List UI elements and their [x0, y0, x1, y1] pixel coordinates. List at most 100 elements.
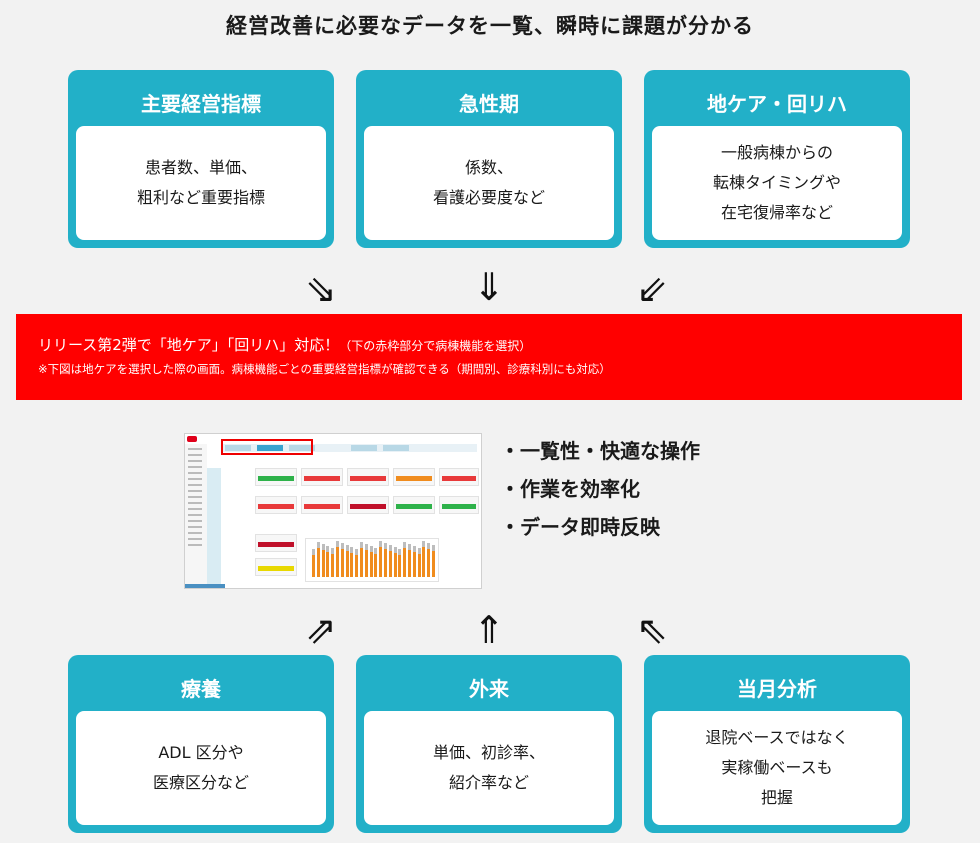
card-community-rehab: 地ケア・回リハ 一般病棟からの 転棟タイミングや 在宅復帰率など — [644, 70, 910, 248]
banner-main-text: リリース第2弾で「地ケア」「回リハ」対応！ — [38, 336, 340, 354]
mini-chart-bar-top — [360, 542, 363, 548]
mini-chart-bar — [345, 551, 349, 577]
mini-chart-bar-top — [364, 544, 368, 550]
card-line: 転棟タイミングや — [712, 173, 841, 192]
mini-chart-bar — [398, 555, 402, 577]
card-line: 在宅復帰率など — [720, 203, 833, 222]
mini-chart-bar — [427, 549, 431, 577]
banner-sub: ※下図は地ケアを選択した際の画面。病棟機能ごとの重要経営指標が確認できる（期間別… — [38, 362, 611, 376]
card-line: ADL 区分や — [158, 743, 244, 762]
card-outpatient: 外来 単価、初診率、 紹介率など — [356, 655, 622, 833]
card-body: 患者数、単価、 粗利など重要指標 — [76, 126, 326, 240]
card-title: 外来 — [469, 677, 509, 701]
mini-chart-bar — [312, 555, 315, 577]
card-body: 単価、初診率、 紹介率など — [364, 711, 614, 825]
card-line: 医療区分など — [152, 773, 249, 792]
card-title: 急性期 — [459, 92, 519, 116]
mini-chart-bar-top — [398, 549, 402, 555]
mini-chart-bar-top — [432, 545, 435, 551]
mini-chart-bar-top — [408, 544, 411, 550]
banner-note: （下の赤枠部分で病棟機能を選択） — [339, 339, 532, 353]
mini-chart-bar-top — [384, 543, 387, 549]
mini-chart-bar-top — [326, 546, 330, 552]
mini-chart-bar — [422, 547, 426, 577]
card-line: 紹介率など — [448, 773, 529, 792]
mini-chart-bar — [321, 550, 325, 577]
kpi-tile — [347, 468, 389, 486]
mini-chart-bar-top — [422, 541, 426, 547]
arrow-up-right-icon: ⇗ — [305, 608, 337, 652]
mini-chart-bar-top — [340, 543, 344, 549]
card-body: 係数、 看護必要度など — [364, 126, 614, 240]
card-line: 係数、 — [464, 158, 513, 177]
mini-chart-bar-top — [355, 549, 359, 555]
mini-chart-bar — [388, 551, 392, 577]
kpi-tile — [255, 534, 297, 552]
mini-chart-bar-top — [374, 548, 378, 554]
card-title: 当月分析 — [737, 677, 817, 701]
card-line: 退院ベースではなく — [705, 728, 849, 747]
mini-bar-chart — [305, 538, 439, 582]
mini-chart-bar — [384, 549, 387, 577]
mini-chart-bar — [403, 548, 407, 577]
mini-chart-bar — [340, 549, 344, 577]
screenshot-sidebar — [185, 444, 207, 588]
card-body: ADL 区分や 医療区分など — [76, 711, 326, 825]
feature-list: ・一覧性・快適な操作 ・作業を効率化 ・データ即時反映 — [500, 432, 700, 546]
card-acute: 急性期 係数、 看護必要度など — [356, 70, 622, 248]
kpi-tile — [301, 496, 343, 514]
card-long-term-care: 療養 ADL 区分や 医療区分など — [68, 655, 334, 833]
card-line: 粗利など重要指標 — [136, 188, 265, 207]
card-title: 主要経営指標 — [141, 92, 261, 116]
screenshot-scrollbar — [185, 584, 225, 588]
arrow-down-icon: ⇓ — [473, 265, 505, 309]
feature-item: ・作業を効率化 — [500, 477, 640, 501]
feature-item: ・データ即時反映 — [500, 515, 660, 539]
card-body: 一般病棟からの 転棟タイミングや 在宅復帰率など — [652, 126, 902, 240]
card-monthly-analysis: 当月分析 退院ベースではなく 実稼働ベースも 把握 — [644, 655, 910, 833]
mini-chart-bar-top — [369, 546, 373, 552]
screenshot-header — [185, 434, 481, 444]
mini-chart-bar-top — [312, 549, 315, 555]
mini-chart-bar-top — [427, 543, 431, 549]
mini-chart-bar — [408, 550, 411, 577]
card-line: 患者数、単価、 — [144, 158, 257, 177]
mini-chart-bar — [331, 554, 335, 577]
mini-chart-bar — [336, 547, 339, 577]
mini-chart-bar — [417, 554, 421, 577]
mini-chart-bar — [379, 547, 383, 577]
banner-main: リリース第2弾で「地ケア」「回リハ」対応！（下の赤枠部分で病棟機能を選択） — [38, 334, 531, 355]
mini-chart-bar — [316, 548, 320, 577]
mini-chart-bar-top — [336, 541, 339, 547]
card-line: 一般病棟からの — [720, 143, 833, 162]
screenshot-tab — [383, 445, 409, 451]
screenshot-side-panel — [207, 468, 221, 588]
kpi-tile — [255, 496, 297, 514]
card-key-indicators: 主要経営指標 患者数、単価、 粗利など重要指標 — [68, 70, 334, 248]
ward-selection-frame — [221, 439, 313, 455]
screenshot-tab — [289, 445, 315, 451]
kpi-tile — [439, 496, 479, 514]
mini-chart-bar — [412, 552, 416, 577]
mini-chart-bar-top — [393, 547, 397, 553]
arrow-down-right-icon: ⇘ — [305, 267, 337, 311]
card-body: 退院ベースではなく 実稼働ベースも 把握 — [652, 711, 902, 825]
card-line: 実稼働ベースも — [721, 758, 833, 777]
kpi-tile — [347, 496, 389, 514]
screenshot-tab-bar — [221, 444, 477, 452]
dashboard-screenshot — [184, 433, 482, 589]
kpi-tile — [255, 468, 297, 486]
card-title: 地ケア・回リハ — [707, 92, 847, 116]
mini-chart-bar — [326, 552, 330, 577]
screenshot-tab — [225, 445, 251, 451]
release-banner: リリース第2弾で「地ケア」「回リハ」対応！（下の赤枠部分で病棟機能を選択） ※下… — [16, 314, 962, 400]
card-line: 把握 — [760, 788, 793, 807]
mini-chart-bar-top — [350, 547, 354, 553]
mini-chart-bar — [360, 548, 363, 577]
arrow-up-left-icon: ⇖ — [636, 608, 668, 652]
kpi-tile — [439, 468, 479, 486]
card-title: 療養 — [181, 677, 221, 701]
mini-chart-bar — [432, 551, 435, 577]
screenshot-tab — [257, 445, 283, 451]
mini-chart-bar-top — [417, 548, 421, 554]
